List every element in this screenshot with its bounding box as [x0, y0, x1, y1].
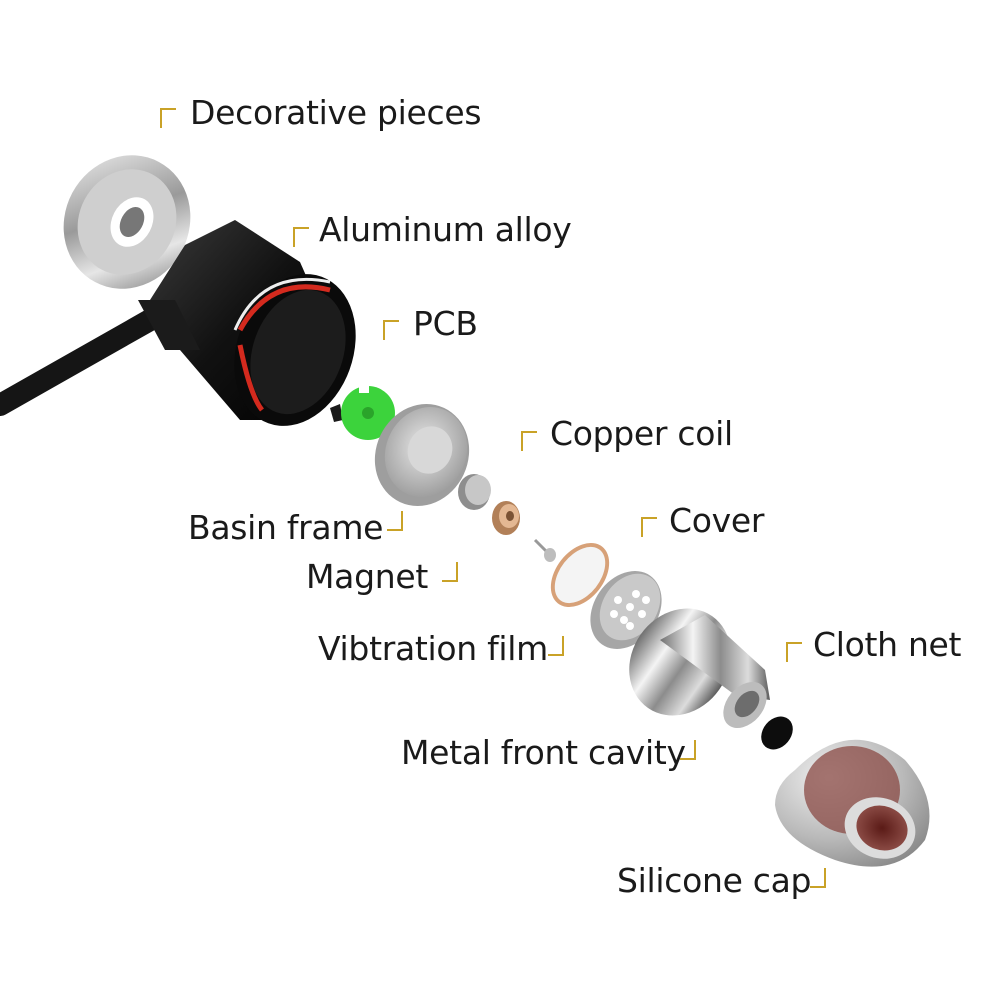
cloth-bracket [786, 642, 802, 662]
copper-coil [492, 501, 520, 535]
cloth-net [761, 716, 793, 750]
basin-frame [374, 404, 470, 506]
cavity-bracket [680, 740, 696, 760]
basin-bracket [387, 511, 403, 531]
label-metal-front-cavity: Metal front cavity [401, 733, 686, 772]
silicone-bracket [810, 868, 826, 888]
label-copper-coil: Copper coil [550, 414, 733, 453]
label-pcb: PCB [413, 304, 478, 343]
label-vibration-film: Vibtration film [318, 629, 548, 668]
film-bracket [548, 636, 564, 656]
pcb [330, 385, 398, 440]
copper-bracket [521, 431, 537, 451]
label-decorative-pieces: Decorative pieces [190, 93, 482, 132]
vibration-film [550, 543, 610, 607]
cover [590, 571, 662, 649]
magnet-bracket [442, 562, 458, 582]
label-silicone-cap: Silicone cap [617, 861, 812, 900]
decorative-piece [63, 155, 191, 289]
label-basin-frame: Basin frame [188, 508, 384, 547]
label-cover: Cover [669, 501, 765, 540]
cable [0, 309, 161, 416]
decorative-bracket [160, 108, 176, 128]
label-aluminum-alloy: Aluminum alloy [319, 210, 572, 249]
pin [533, 538, 556, 562]
silicone-cap [775, 739, 930, 867]
aluminum-housing [138, 220, 356, 426]
label-cloth-net: Cloth net [813, 625, 962, 664]
magnet [458, 474, 491, 510]
metal-front-cavity [629, 608, 770, 729]
aluminum-bracket [293, 227, 309, 247]
label-magnet: Magnet [306, 557, 428, 596]
pcb-bracket [383, 320, 399, 340]
cover-bracket [641, 517, 657, 537]
